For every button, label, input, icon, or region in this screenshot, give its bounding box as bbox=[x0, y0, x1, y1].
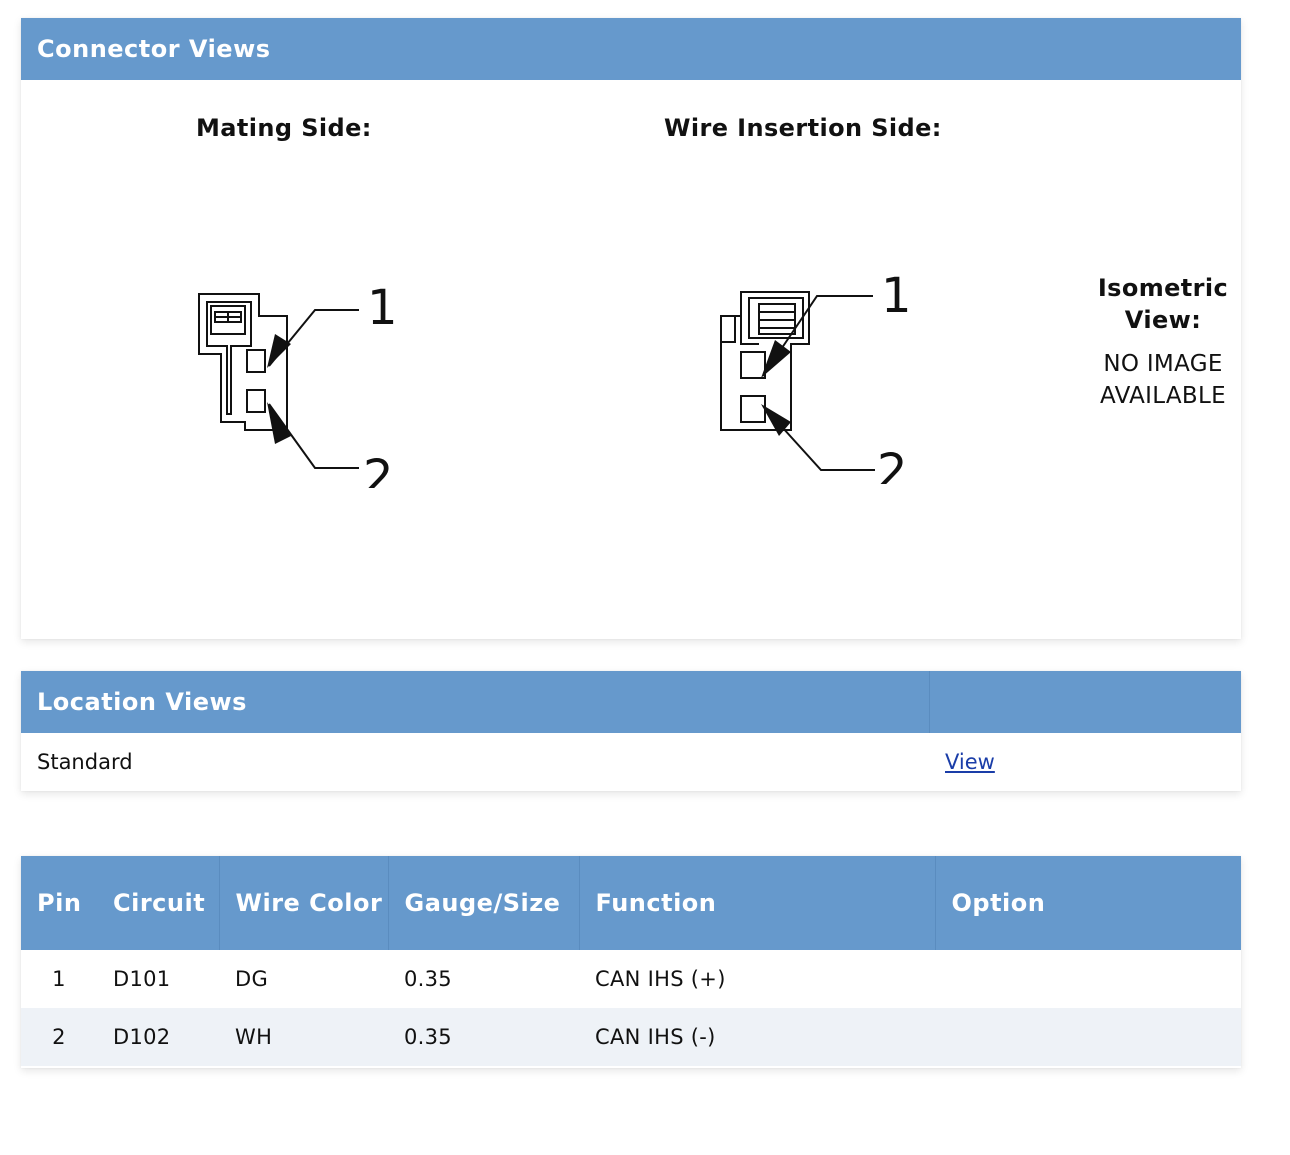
header-wire-color: Wire Color bbox=[219, 856, 389, 950]
location-views-panel: Location Views Standard View bbox=[21, 671, 1241, 791]
pin-table-header-row: Pin Circuit Wire Color Gauge/Size Functi… bbox=[21, 856, 1241, 950]
mating-side-label: Mating Side: bbox=[196, 114, 372, 142]
circuit-cell: D102 bbox=[97, 1008, 219, 1066]
header-gauge-size: Gauge/Size bbox=[388, 856, 580, 950]
mating-side-diagram: 1 2 bbox=[198, 280, 398, 488]
wire-color-cell: WH bbox=[219, 1008, 388, 1066]
no-image-available-text: NO IMAGE AVAILABLE bbox=[1100, 351, 1226, 409]
connector-views-panel: Connector Views Mating Side: Wire Insert… bbox=[21, 18, 1241, 639]
function-cell: CAN IHS (-) bbox=[579, 1008, 935, 1066]
header-circuit: Circuit bbox=[97, 856, 220, 950]
pin-cell: 1 bbox=[21, 950, 97, 1008]
option-cell bbox=[935, 950, 1241, 1008]
connector-views-title: Connector Views bbox=[37, 35, 271, 63]
mating-pin-label-1: 1 bbox=[367, 280, 398, 336]
location-name: Standard bbox=[37, 750, 133, 774]
wire-insertion-side-label: Wire Insertion Side: bbox=[664, 114, 942, 142]
function-cell: CAN IHS (+) bbox=[579, 950, 935, 1008]
header-option: Option bbox=[935, 856, 1241, 950]
view-link[interactable]: View bbox=[945, 750, 995, 774]
table-row: 1 D101 DG 0.35 CAN IHS (+) bbox=[21, 950, 1241, 1008]
pin-cell: 2 bbox=[21, 1008, 97, 1066]
header-pin: Pin bbox=[21, 856, 97, 950]
table-row: 2 D102 WH 0.35 CAN IHS (-) bbox=[21, 1008, 1241, 1066]
insertion-pin-label-1: 1 bbox=[881, 268, 912, 324]
mating-pin-label-2: 2 bbox=[363, 450, 394, 488]
location-views-header: Location Views bbox=[21, 671, 1241, 733]
location-row: Standard View bbox=[21, 733, 1241, 791]
insertion-pin-label-2: 2 bbox=[877, 444, 908, 484]
wire-color-cell: DG bbox=[219, 950, 388, 1008]
location-views-title: Location Views bbox=[37, 688, 247, 716]
isometric-view-title: Isometric View: bbox=[1097, 274, 1229, 334]
gauge-cell: 0.35 bbox=[388, 950, 579, 1008]
header-function: Function bbox=[579, 856, 936, 950]
pin-table: Pin Circuit Wire Color Gauge/Size Functi… bbox=[21, 856, 1241, 1066]
connector-views-header: Connector Views bbox=[21, 18, 1241, 80]
gauge-cell: 0.35 bbox=[388, 1008, 579, 1066]
option-cell bbox=[935, 1008, 1241, 1066]
wire-insertion-side-diagram: 1 2 bbox=[720, 268, 912, 484]
header-divider bbox=[929, 671, 930, 733]
isometric-view: Isometric View: NO IMAGE AVAILABLE bbox=[1083, 272, 1243, 412]
circuit-cell: D101 bbox=[97, 950, 219, 1008]
pin-table-panel: Pin Circuit Wire Color Gauge/Size Functi… bbox=[21, 856, 1241, 1068]
